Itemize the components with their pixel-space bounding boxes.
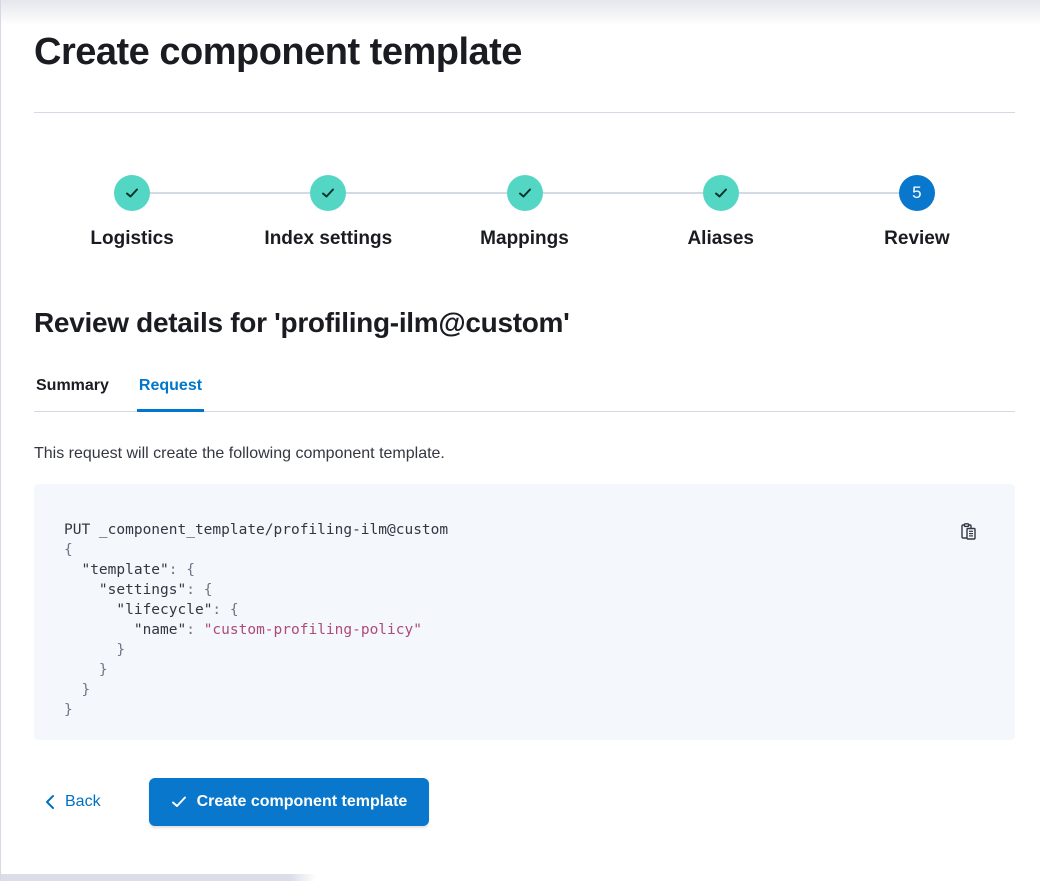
- step-indicator-current: 5: [898, 175, 935, 211]
- step-number: 5: [912, 183, 922, 202]
- back-button[interactable]: Back: [34, 783, 113, 821]
- step-indicator-complete[interactable]: [114, 175, 151, 211]
- code-line: }: [64, 662, 108, 678]
- step-label: Aliases: [687, 228, 754, 249]
- wizard-footer: Back Create component template: [34, 778, 1015, 826]
- code-line: }: [64, 702, 73, 718]
- code-line: "name": "custom-profiling-policy": [133, 622, 422, 638]
- review-details-heading: Review details for 'profiling-ilm@custom…: [34, 307, 570, 338]
- step-label: Logistics: [90, 228, 174, 249]
- check-icon: [126, 188, 139, 198]
- code-line: "settings": {: [98, 582, 213, 598]
- create-component-template-button[interactable]: Create component template: [148, 778, 430, 826]
- code-line: "template": {: [81, 562, 195, 578]
- step-indicator-complete[interactable]: [702, 175, 739, 211]
- bottom-edge-strip: [1, 874, 316, 881]
- step-aliases[interactable]: Aliases: [524, 175, 819, 251]
- step-review: 5 Review: [720, 175, 1015, 251]
- step-mappings[interactable]: Mappings: [328, 175, 622, 251]
- review-tabs: Summary Request: [34, 371, 1015, 412]
- tab-request[interactable]: Request: [136, 371, 205, 412]
- step-label: Mappings: [480, 228, 569, 249]
- step-label: Index settings: [264, 228, 393, 249]
- code-line: {: [64, 542, 73, 558]
- step-label: Review: [884, 228, 950, 249]
- step-indicator-complete[interactable]: [310, 175, 347, 211]
- code-line: }: [64, 642, 126, 658]
- title-divider: [34, 112, 1015, 113]
- code-line: }: [64, 682, 91, 698]
- create-button-label: Create component template: [196, 793, 408, 810]
- request-description: This request will create the following c…: [34, 445, 445, 462]
- tab-summary[interactable]: Summary: [36, 377, 109, 394]
- back-button-label: Back: [65, 793, 101, 810]
- check-icon: [322, 188, 335, 198]
- step-indicator-complete[interactable]: [506, 175, 543, 211]
- step-index-settings[interactable]: Index settings: [132, 175, 426, 251]
- chevron-left-icon: [46, 795, 54, 809]
- code-line: PUT _component_template/profiling-ilm@cu…: [64, 522, 449, 538]
- check-icon: [518, 188, 531, 198]
- horizontal-stepper: Logistics Index settings Mappings Aliase…: [34, 175, 1015, 251]
- page-title: Create component template: [34, 31, 522, 73]
- code-content: PUT _component_template/profiling-ilm@cu…: [64, 520, 985, 720]
- code-line: "lifecycle": {: [116, 602, 239, 618]
- step-logistics[interactable]: Logistics: [34, 175, 230, 251]
- request-code-block: PUT _component_template/profiling-ilm@cu…: [34, 484, 1015, 740]
- copy-clipboard-icon[interactable]: [957, 520, 980, 543]
- check-icon: [171, 796, 186, 807]
- create-component-template-page: Create component template Logistics Inde…: [1, 0, 1040, 826]
- check-icon: [714, 188, 727, 198]
